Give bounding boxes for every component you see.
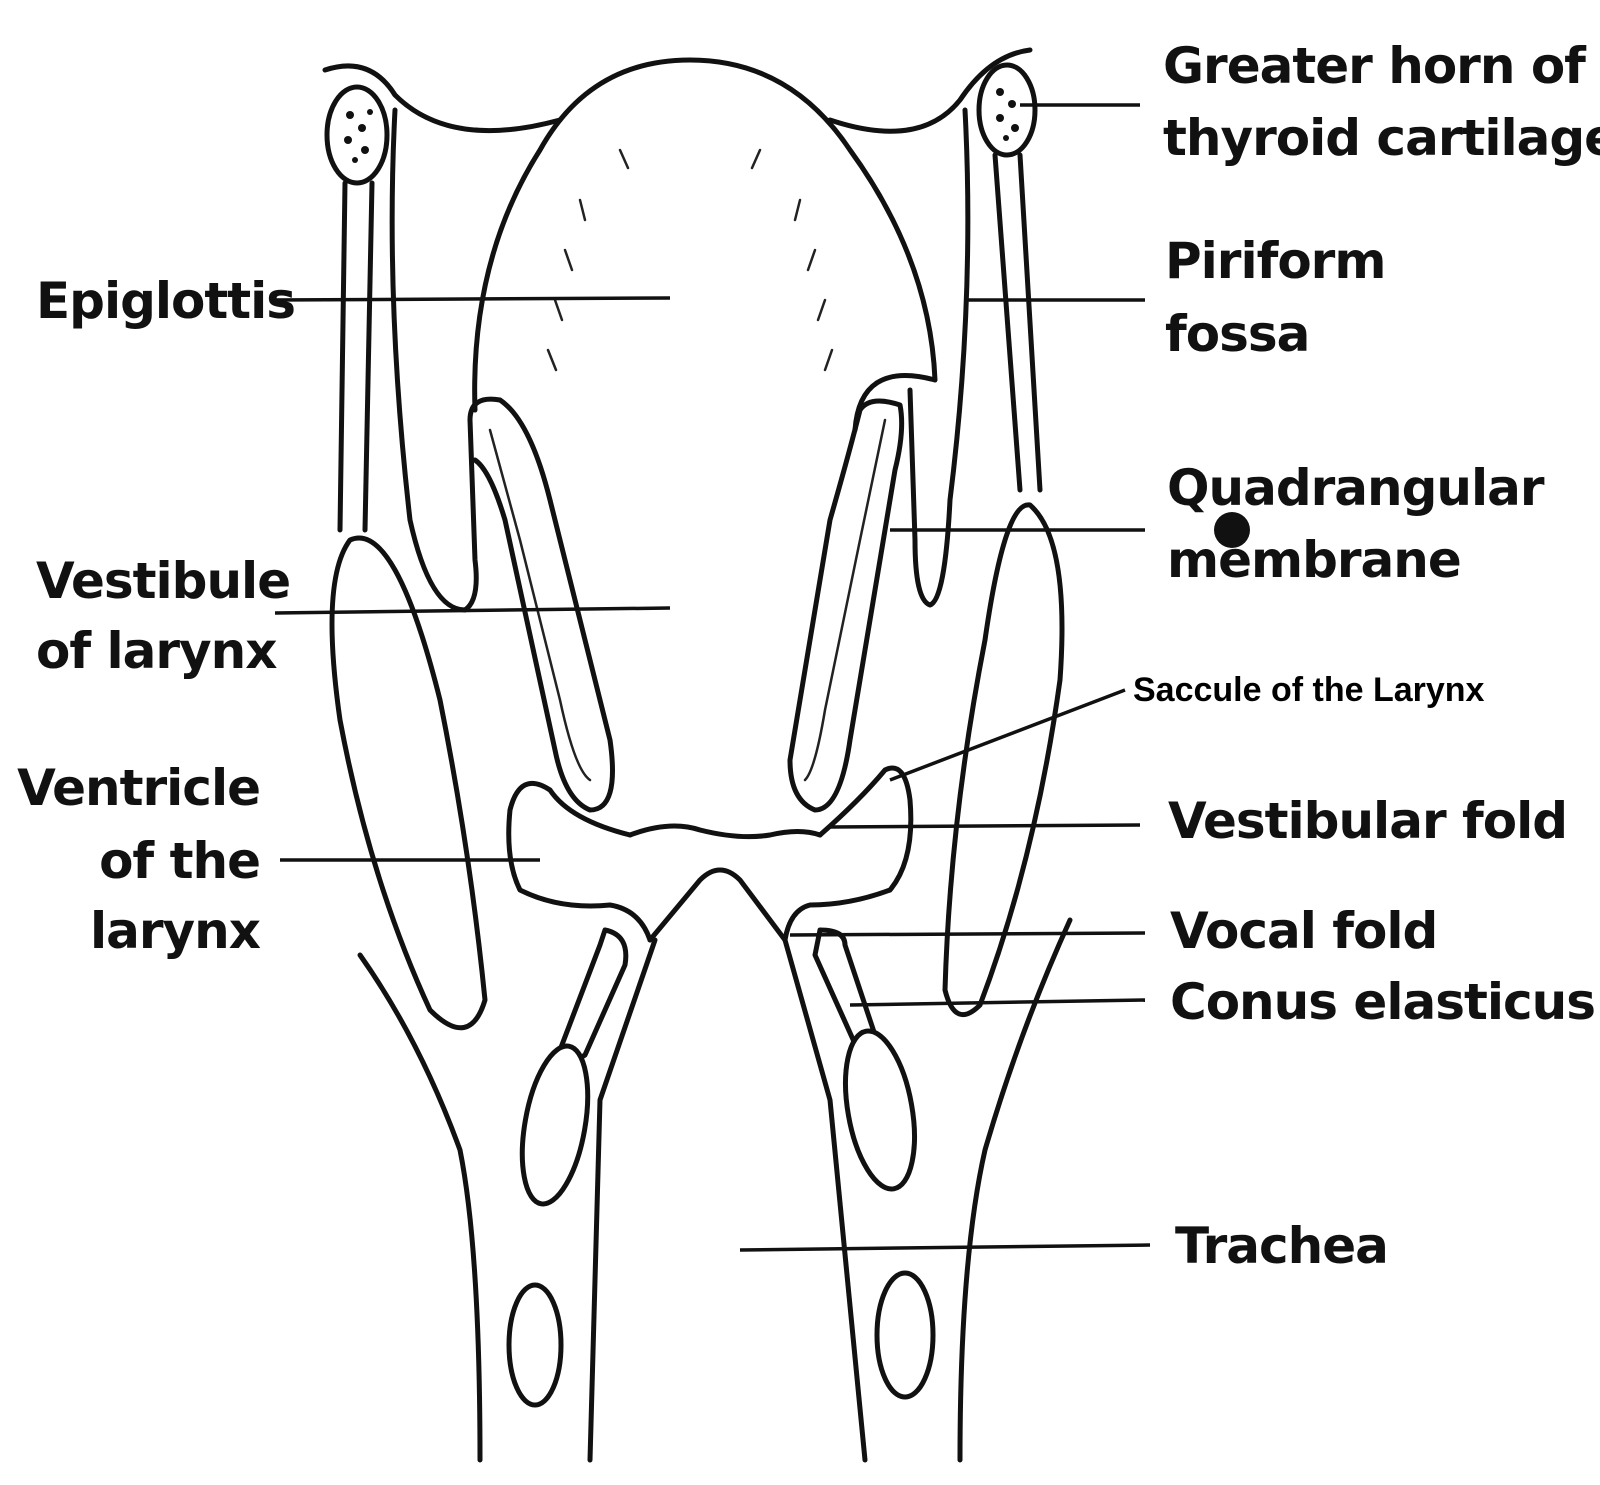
- thyroid-lamina-right: [942, 502, 1065, 1018]
- leader-conus: [849, 998, 1146, 1007]
- label-piriform-1: Piriform: [1165, 232, 1386, 290]
- label-ventricle-2: of the: [99, 832, 261, 890]
- piriform-wall-right: [907, 107, 971, 608]
- vestibule-floor: [627, 823, 823, 840]
- label-greater-horn-2: thyroid cartilage: [1163, 109, 1600, 167]
- vocal-fold-left: [647, 867, 788, 943]
- greater-horn-left-dots: [344, 109, 373, 163]
- greater-horn-right: [976, 62, 1038, 158]
- leader-vestibule: [274, 606, 671, 615]
- greater-horn-left: [324, 84, 390, 186]
- label-epiglottis: Epiglottis: [36, 272, 296, 330]
- quadrangular-left-inner: [488, 428, 592, 782]
- tracheal-ring-right: [874, 1270, 936, 1400]
- piriform-wall-left: [389, 107, 479, 613]
- label-trachea: Trachea: [1175, 1217, 1389, 1275]
- thyroid-lamina-left: [329, 535, 488, 1031]
- leader-vestibular-fold: [829, 823, 1141, 829]
- quadrangular-left: [467, 396, 615, 813]
- conus-bar-left: [557, 927, 629, 1062]
- cricoid-oval-right: [843, 1028, 917, 1192]
- label-ventricle-3: larynx: [90, 902, 261, 960]
- leader-vocal-fold: [789, 931, 1146, 937]
- label-vestibule-1: Vestibule: [36, 552, 291, 610]
- epiglottis-outline: [472, 57, 938, 433]
- leader-saccule: [889, 688, 1126, 782]
- label-greater-horn-1: Greater horn of: [1163, 37, 1586, 95]
- label-piriform-2: fossa: [1165, 305, 1310, 363]
- leader-trachea: [739, 1243, 1151, 1252]
- ventricle-left: [506, 780, 653, 943]
- label-vocal-fold: Vocal fold: [1170, 902, 1438, 960]
- label-quadrangular-2: membrane: [1167, 531, 1462, 589]
- horn-stalk-left: [337, 180, 375, 533]
- label-vestibular-fold: Vestibular fold: [1168, 792, 1568, 850]
- outer-wall-right: [957, 917, 1073, 1463]
- conus-left: [587, 937, 658, 1463]
- greater-horn-right-dots: [996, 88, 1019, 141]
- epiglottis-hatching: [546, 148, 834, 372]
- leader-epiglottis: [269, 296, 671, 302]
- cricoid-oval-left: [519, 1043, 591, 1207]
- conus-right: [782, 937, 868, 1463]
- ink-blot: [1214, 512, 1250, 548]
- label-saccule: Saccule of the Larynx: [1133, 671, 1485, 709]
- label-vestibule-2: of larynx: [36, 622, 277, 680]
- ventricle-right: [782, 765, 914, 943]
- quadrangular-right-inner: [803, 418, 887, 782]
- tracheal-ring-left: [506, 1282, 564, 1408]
- outer-wall-left: [357, 952, 483, 1463]
- thyroid-cartilage-outline: [322, 47, 1033, 134]
- label-conus-elasticus: Conus elasticus: [1170, 973, 1596, 1031]
- quadrangular-right: [787, 398, 905, 813]
- label-ventricle-1: Ventricle: [17, 759, 261, 817]
- horn-stalk-right: [992, 152, 1043, 493]
- label-quadrangular-1: Quadrangular: [1167, 459, 1545, 517]
